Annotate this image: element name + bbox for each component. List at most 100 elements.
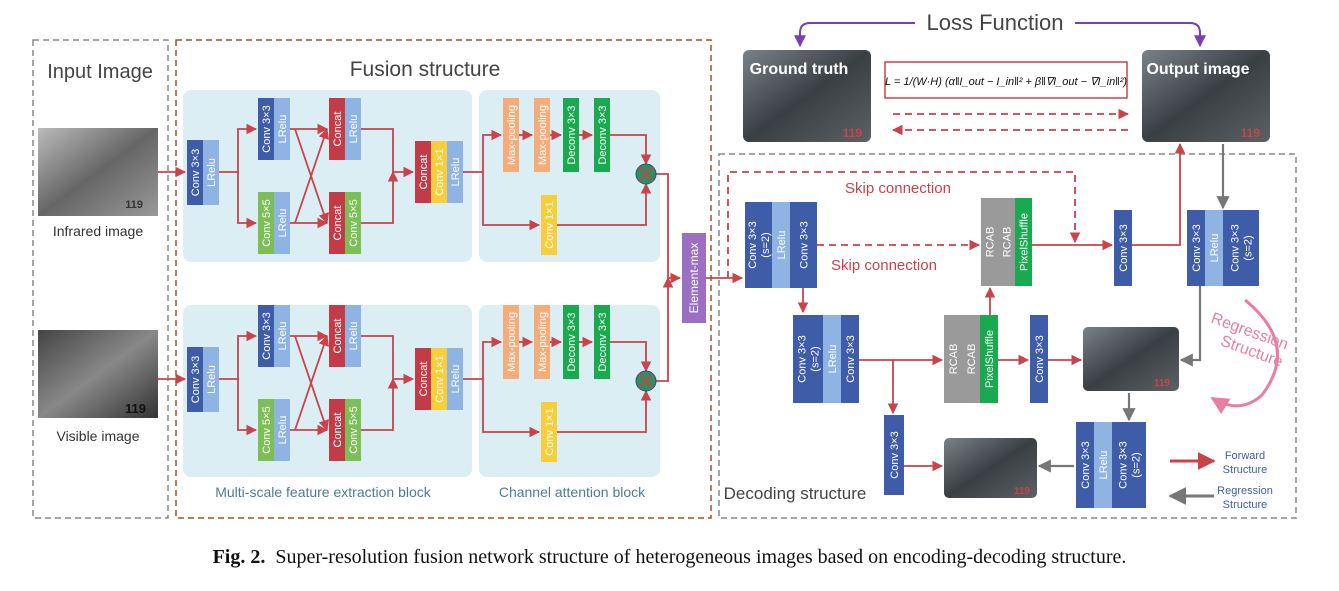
dec-conv1-c: Conv 3×3 bbox=[790, 202, 817, 288]
maxpool-2-top: Max-pooling bbox=[534, 98, 550, 172]
svg-text:Conv 1×1: Conv 1×1 bbox=[434, 355, 446, 402]
svg-text:Conv 1×1: Conv 1×1 bbox=[544, 408, 556, 455]
concat-lower-bottom-a: Concat bbox=[329, 399, 345, 461]
maxpool-2-bottom: Max-pooling bbox=[534, 305, 550, 379]
dec-pixelshuffle-up: PixelShuffle bbox=[1015, 198, 1032, 286]
arrow-mult-top-to-element bbox=[656, 173, 682, 284]
regression-output-image-number: 119 bbox=[1154, 378, 1171, 389]
svg-text:LRelu: LRelu bbox=[277, 209, 289, 238]
svg-text:LRelu: LRelu bbox=[277, 115, 289, 144]
svg-text:Conv 5×5: Conv 5×5 bbox=[348, 406, 360, 453]
conv5-branch-bottom-a: Conv 5×5 bbox=[258, 399, 274, 461]
svg-text:LRelu: LRelu bbox=[450, 365, 462, 394]
svg-text:LRelu: LRelu bbox=[827, 345, 839, 374]
svg-text:Max-pooling: Max-pooling bbox=[506, 105, 518, 165]
reg-conv-low-b: LRelu bbox=[1094, 422, 1112, 508]
maxpool-1-bottom: Max-pooling bbox=[503, 305, 519, 379]
multiscale-block-label: Multi-scale feature extraction block bbox=[215, 484, 432, 500]
dec-rcab-low-2: RCAB bbox=[962, 315, 980, 403]
svg-text:Concat: Concat bbox=[418, 362, 430, 397]
arrow-skip-top bbox=[727, 171, 1081, 278]
input-image-frame bbox=[32, 39, 169, 519]
fusion-structure-title: Fusion structure bbox=[350, 58, 501, 81]
concat-merge-bottom: Concat bbox=[415, 348, 431, 410]
svg-text:Conv 3×3: Conv 3×3 bbox=[190, 149, 202, 196]
svg-text:Conv 3×3(s=2): Conv 3×3(s=2) bbox=[797, 335, 822, 382]
reg-conv-low-a: Conv 3×3 bbox=[1076, 422, 1094, 508]
svg-text:PixelShuffle: PixelShuffle bbox=[1019, 213, 1031, 271]
maxpool-1-top: Max-pooling bbox=[503, 98, 519, 172]
svg-text:Conv 3×3: Conv 3×3 bbox=[799, 221, 811, 268]
svg-text:Conv 3×3: Conv 3×3 bbox=[1034, 335, 1046, 382]
loss-formula: L = 1/(W·H) (α‖I_out − I_in‖² + β‖∇I_out… bbox=[885, 76, 1127, 88]
svg-text:Deconv 3×3: Deconv 3×3 bbox=[597, 105, 609, 164]
dec-pixelshuffle-low: PixelShuffle bbox=[980, 315, 998, 403]
regression-output-image bbox=[1083, 327, 1179, 391]
arrow-cross-4-bottom bbox=[294, 334, 329, 431]
svg-text:LRelu: LRelu bbox=[1209, 234, 1221, 263]
visible-image-label: Visible image bbox=[56, 428, 139, 444]
dec-rcab-low-1: RCAB bbox=[944, 315, 962, 403]
svg-text:Conv 3×3(s=2): Conv 3×3(s=2) bbox=[1230, 224, 1255, 271]
dec-rcab-up-1: RCAB bbox=[981, 198, 998, 286]
conv1-merge-bottom: Conv 1×1 bbox=[431, 348, 447, 410]
first-conv-top-b: LRelu bbox=[203, 140, 219, 205]
arrow-reg-up-to-img bbox=[1179, 286, 1202, 367]
svg-text:Max-pooling: Max-pooling bbox=[537, 105, 549, 165]
channel-attention-block-bottom-bg bbox=[479, 305, 660, 477]
svg-text:RCAB: RCAB bbox=[1002, 227, 1014, 258]
input-image-title: Input Image bbox=[47, 61, 153, 83]
svg-text:LRelu: LRelu bbox=[776, 231, 788, 260]
output-image bbox=[1142, 50, 1270, 142]
svg-text:Conv 3×3: Conv 3×3 bbox=[190, 356, 202, 403]
arrow-to-merge-down-bottom bbox=[361, 377, 399, 431]
ground-truth-image bbox=[743, 50, 871, 142]
svg-text:Conv 3×3: Conv 3×3 bbox=[845, 335, 857, 382]
conv3-branch-bottom-a: Conv 3×3 bbox=[258, 305, 274, 367]
svg-text:Concat: Concat bbox=[332, 413, 344, 448]
legend-regression-label-2: Structure bbox=[1223, 499, 1268, 511]
svg-text:RCAB: RCAB bbox=[985, 227, 997, 258]
svg-text:LRelu: LRelu bbox=[206, 365, 218, 394]
visible-image bbox=[38, 330, 158, 418]
svg-text:Deconv 3×3: Deconv 3×3 bbox=[566, 312, 578, 371]
svg-text:LRelu: LRelu bbox=[450, 158, 462, 187]
deconv-1-bottom: Deconv 3×3 bbox=[563, 305, 579, 379]
svg-text:Deconv 3×3: Deconv 3×3 bbox=[597, 312, 609, 371]
decoding-input-image-number: 119 bbox=[1014, 486, 1031, 497]
arrow-to-merge-up-top bbox=[361, 128, 415, 178]
multiply-circle-bottom bbox=[635, 370, 657, 392]
arrow-to-attention-down-top bbox=[482, 172, 541, 231]
svg-text:Concat: Concat bbox=[332, 206, 344, 241]
concat-upper-top-a: Concat bbox=[329, 98, 345, 160]
infrared-image-number: 119 bbox=[125, 199, 143, 211]
svg-text:Conv 1×1: Conv 1×1 bbox=[434, 148, 446, 195]
concat-upper-bottom-b: LRelu bbox=[345, 305, 361, 367]
conv3-branch-top-b: LRelu bbox=[274, 98, 290, 160]
svg-text:LRelu: LRelu bbox=[277, 322, 289, 351]
arrow-to-attention-up-bottom bbox=[463, 336, 503, 380]
arrow-mult-bottom-to-element bbox=[656, 276, 674, 382]
arrow-to-merge-up-bottom bbox=[361, 335, 415, 385]
svg-text:Max-pooling: Max-pooling bbox=[537, 312, 549, 372]
lrelu-merge-bottom: LRelu bbox=[447, 348, 463, 410]
fusion-structure-frame bbox=[175, 39, 712, 519]
dec-rcab-up-2: RCAB bbox=[998, 198, 1015, 286]
svg-text:Conv 5×5: Conv 5×5 bbox=[348, 199, 360, 246]
svg-text:Conv 1×1: Conv 1×1 bbox=[544, 201, 556, 248]
loss-arrow-right bbox=[1075, 22, 1206, 48]
svg-text:Deconv 3×3: Deconv 3×3 bbox=[566, 105, 578, 164]
arrow-conv1-mult-bottom bbox=[557, 389, 652, 433]
loss-function-title: Loss Function bbox=[927, 10, 1064, 35]
skip-connection-label-top: Skip connection bbox=[845, 180, 951, 197]
dec-conv2-a: Conv 3×3(s=2) bbox=[793, 315, 823, 403]
svg-text:Conv 3×3: Conv 3×3 bbox=[1080, 441, 1092, 488]
svg-text:Conv 3×3: Conv 3×3 bbox=[261, 312, 273, 359]
caption-text: Super-resolution fusion network structur… bbox=[275, 546, 1127, 568]
conv5-branch-top-b: LRelu bbox=[274, 192, 290, 254]
dec-conv2-c: Conv 3×3 bbox=[841, 315, 859, 403]
reg-conv-up-a: Conv 3×3 bbox=[1187, 210, 1205, 286]
arrow-to-attention-down-bottom bbox=[482, 379, 541, 438]
deconv-2-bottom: Deconv 3×3 bbox=[594, 305, 610, 379]
svg-text:LRelu: LRelu bbox=[348, 115, 360, 144]
